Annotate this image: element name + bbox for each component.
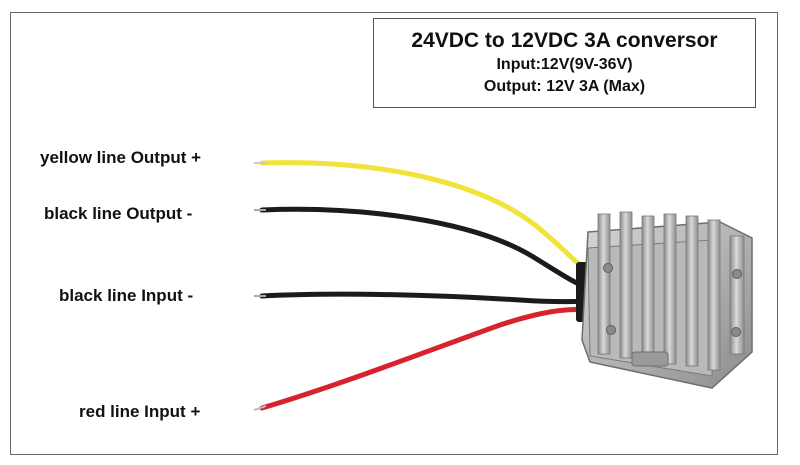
label-black-input: black line Input - [59, 286, 194, 305]
red-input-wire [259, 307, 591, 411]
label-yellow-output: yellow line Output + [40, 148, 202, 167]
yellow-wire [259, 160, 591, 275]
spec-title-box: 24VDC to 12VDC 3A conversor Input:12V(9V… [373, 18, 756, 108]
converter-housing [581, 211, 753, 389]
wires [253, 160, 591, 411]
screws [603, 263, 742, 337]
label-red-input: red line Input + [79, 402, 201, 421]
label-black-output: black line Output - [44, 204, 193, 223]
spec-output: Output: 12V 3A (Max) [483, 78, 646, 95]
black-input-wire [259, 291, 591, 305]
black-output-wire [259, 206, 591, 291]
spec-title: 24VDC to 12VDC 3A conversor [411, 29, 718, 52]
spec-input: Input:12V(9V-36V) [496, 56, 633, 73]
heatsink-fins [597, 211, 745, 371]
red-input-wire-tip [253, 405, 267, 411]
